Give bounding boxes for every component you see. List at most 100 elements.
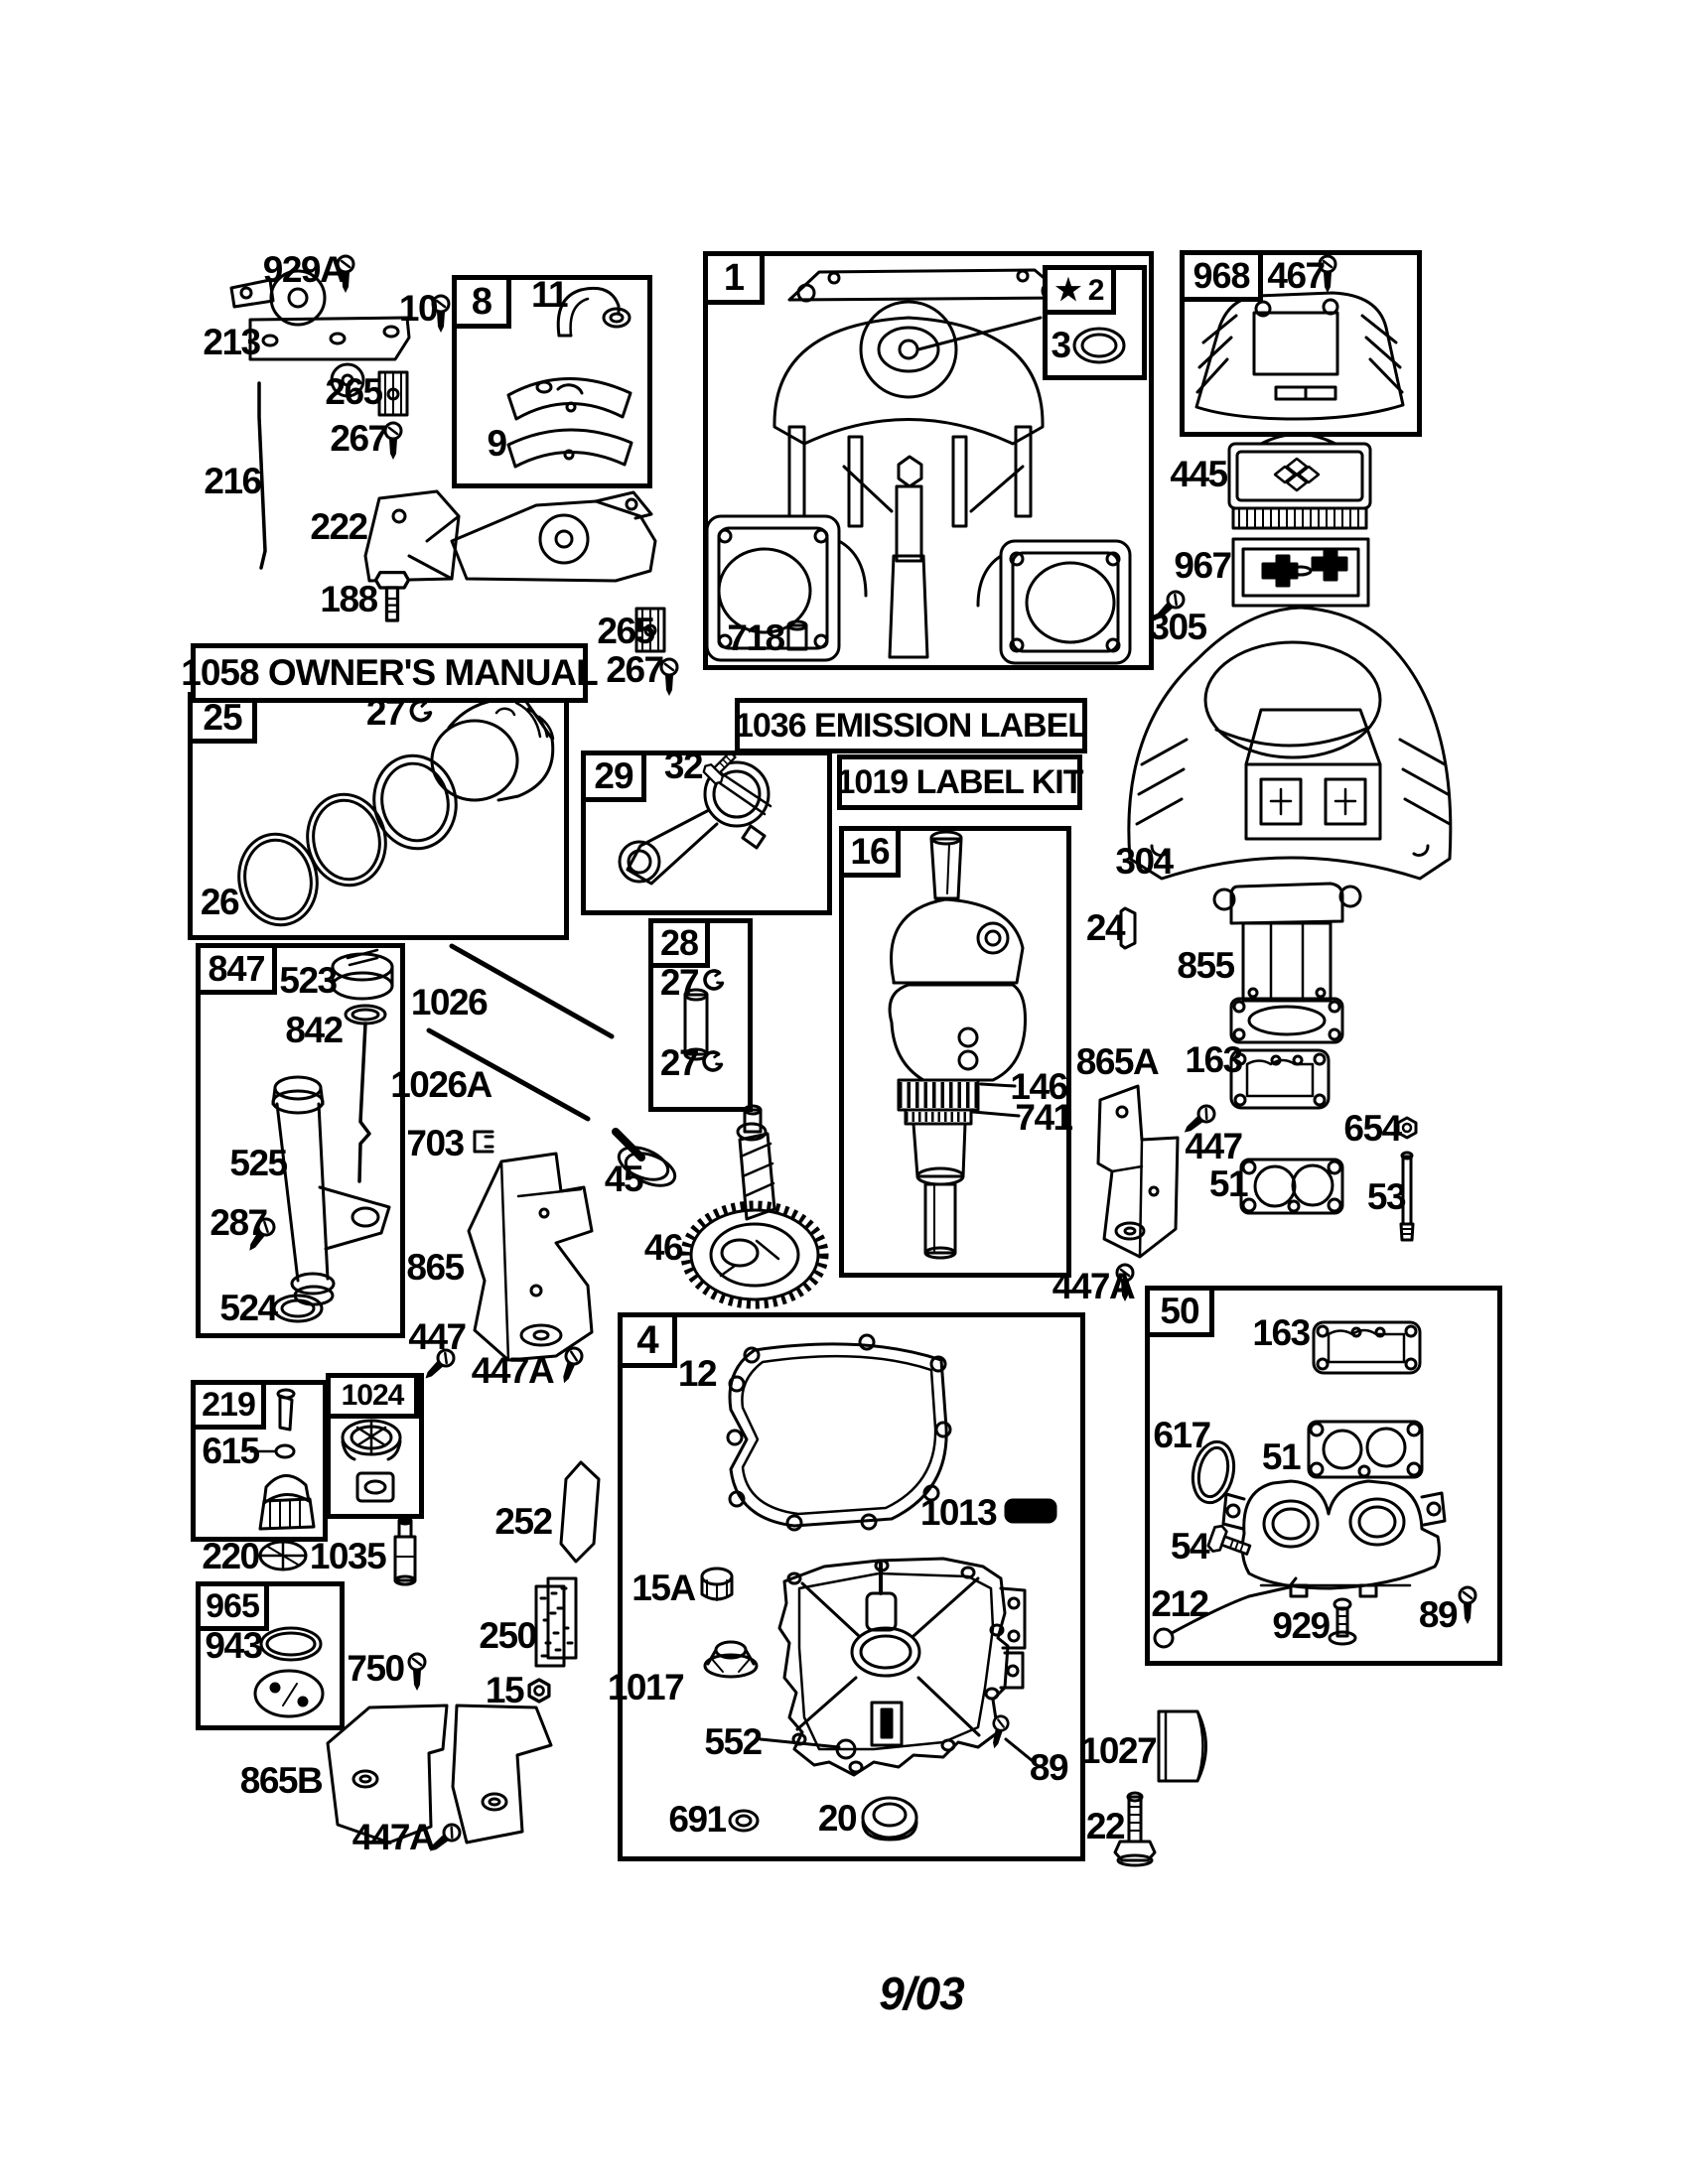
baffle-252	[559, 1460, 601, 1564]
part-label-89: 89	[1418, 1594, 1459, 1635]
panel-tag: ★ 2	[1043, 265, 1116, 315]
panel-box-965: 965	[196, 1581, 345, 1730]
part-label-20: 20	[817, 1798, 858, 1839]
panel-box-847: 847	[196, 943, 405, 1338]
gasket-51a	[1239, 1158, 1344, 1215]
part-label-865A: 865A	[1075, 1041, 1160, 1082]
part-label-552: 552	[704, 1721, 763, 1762]
part-label-842: 842	[285, 1010, 344, 1050]
part-label-212: 212	[1151, 1583, 1209, 1624]
panel-box-16: 16	[839, 826, 1071, 1278]
panel-box-8: 8	[452, 275, 652, 488]
part-label-15: 15	[485, 1670, 525, 1710]
gasket-943	[259, 1626, 323, 1662]
seal-691	[728, 1809, 760, 1833]
part-label-1013: 1013	[919, 1492, 998, 1533]
plug-552	[835, 1738, 857, 1760]
air-filter-445	[1227, 433, 1372, 530]
push-rod-1026	[449, 943, 615, 1039]
part-label-24: 24	[1085, 907, 1126, 948]
panel-box-29: 29	[581, 751, 832, 915]
part-label-222: 222	[310, 506, 368, 547]
gasket-163b	[1312, 1320, 1422, 1375]
part-label-163: 163	[1252, 1312, 1311, 1353]
banner-1019: 1019 LABEL KIT	[837, 754, 1084, 810]
part-label-53: 53	[1366, 1176, 1407, 1217]
heat-shield-865A	[1096, 1084, 1180, 1259]
bracket-spacer-265a	[377, 370, 409, 417]
clip-703	[473, 1130, 494, 1154]
part-label-967: 967	[1174, 545, 1232, 586]
cylinder-shield-9b	[506, 428, 633, 469]
part-label-741: 741	[1015, 1097, 1073, 1138]
leader-89-box4	[1004, 1737, 1035, 1763]
control-bracket-222	[363, 489, 657, 583]
part-label-615: 615	[202, 1431, 260, 1471]
panel-tag: 50	[1145, 1286, 1214, 1337]
banner-1036: 1036 EMISSION LABEL	[735, 698, 1088, 753]
panel-box-219: 219	[191, 1380, 328, 1542]
panel-box-2: ★ 2	[1043, 265, 1147, 380]
part-label-10: 10	[398, 288, 439, 329]
intake-manifold-855	[1212, 882, 1362, 1044]
nut-15	[527, 1678, 551, 1704]
panel-tag: 4	[618, 1312, 677, 1368]
part-label-213: 213	[203, 322, 261, 362]
part-label-929A: 929A	[262, 249, 347, 290]
panel-tag: 219	[191, 1380, 266, 1430]
part-label-27: 27	[659, 962, 700, 1003]
part-label-26: 26	[200, 882, 240, 922]
part-label-265: 265	[597, 611, 655, 651]
banner-1058: 1058 OWNER'S MANUAL	[181, 643, 599, 703]
panel-tag: 1024	[326, 1373, 419, 1419]
panel-tag: 968	[1180, 250, 1263, 302]
part-label-27: 27	[659, 1042, 700, 1083]
panel-box-1: 1	[703, 251, 1154, 670]
revision-date: 9/03	[879, 1968, 965, 2019]
part-label-305: 305	[1149, 607, 1207, 647]
stud-53	[1399, 1151, 1415, 1242]
part-label-1035: 1035	[309, 1536, 387, 1576]
oil-fill-tube-525	[271, 1075, 391, 1306]
panel-tag: 847	[196, 943, 277, 995]
valve-219	[258, 1388, 316, 1531]
cover-965	[253, 1669, 325, 1718]
part-label-51: 51	[1208, 1163, 1249, 1204]
leader-552	[759, 1737, 841, 1749]
part-label-447A: 447A	[471, 1350, 555, 1391]
part-label-524: 524	[219, 1288, 278, 1328]
panel-tag: 965	[196, 1581, 269, 1631]
part-label-220: 220	[202, 1536, 260, 1576]
oring-617	[1191, 1439, 1236, 1505]
part-label-51: 51	[1261, 1436, 1302, 1477]
part-label-252: 252	[494, 1501, 553, 1542]
part-label-1026A: 1026A	[390, 1064, 492, 1105]
part-label-216: 216	[204, 461, 262, 501]
part-label-865: 865	[406, 1247, 465, 1288]
part-label-447: 447	[408, 1316, 467, 1357]
part-label-267: 267	[606, 649, 664, 690]
screw-750	[407, 1652, 427, 1693]
part-label-929: 929	[1272, 1605, 1331, 1646]
bolt-188	[373, 570, 411, 622]
filter-base-967	[1231, 537, 1370, 608]
part-label-287: 287	[210, 1202, 268, 1243]
breather-tube-11	[556, 286, 632, 338]
part-label-267: 267	[330, 418, 388, 459]
part-label-467: 467	[1267, 255, 1326, 296]
part-label-943: 943	[205, 1625, 263, 1666]
crankshaft-16	[888, 830, 1027, 1260]
nut-654	[1396, 1116, 1418, 1140]
key-1013	[1004, 1498, 1057, 1524]
part-label-250: 250	[479, 1615, 537, 1656]
part-label-855: 855	[1177, 945, 1235, 986]
panel-box-28: 28	[648, 918, 753, 1112]
seal-615	[274, 1443, 296, 1459]
panel-box-1024: 1024	[326, 1373, 424, 1519]
part-label-523: 523	[279, 960, 338, 1001]
oil-fill-cap-523	[331, 948, 394, 1001]
sump-gasket-12	[726, 1333, 952, 1532]
oring-3	[1072, 327, 1126, 364]
